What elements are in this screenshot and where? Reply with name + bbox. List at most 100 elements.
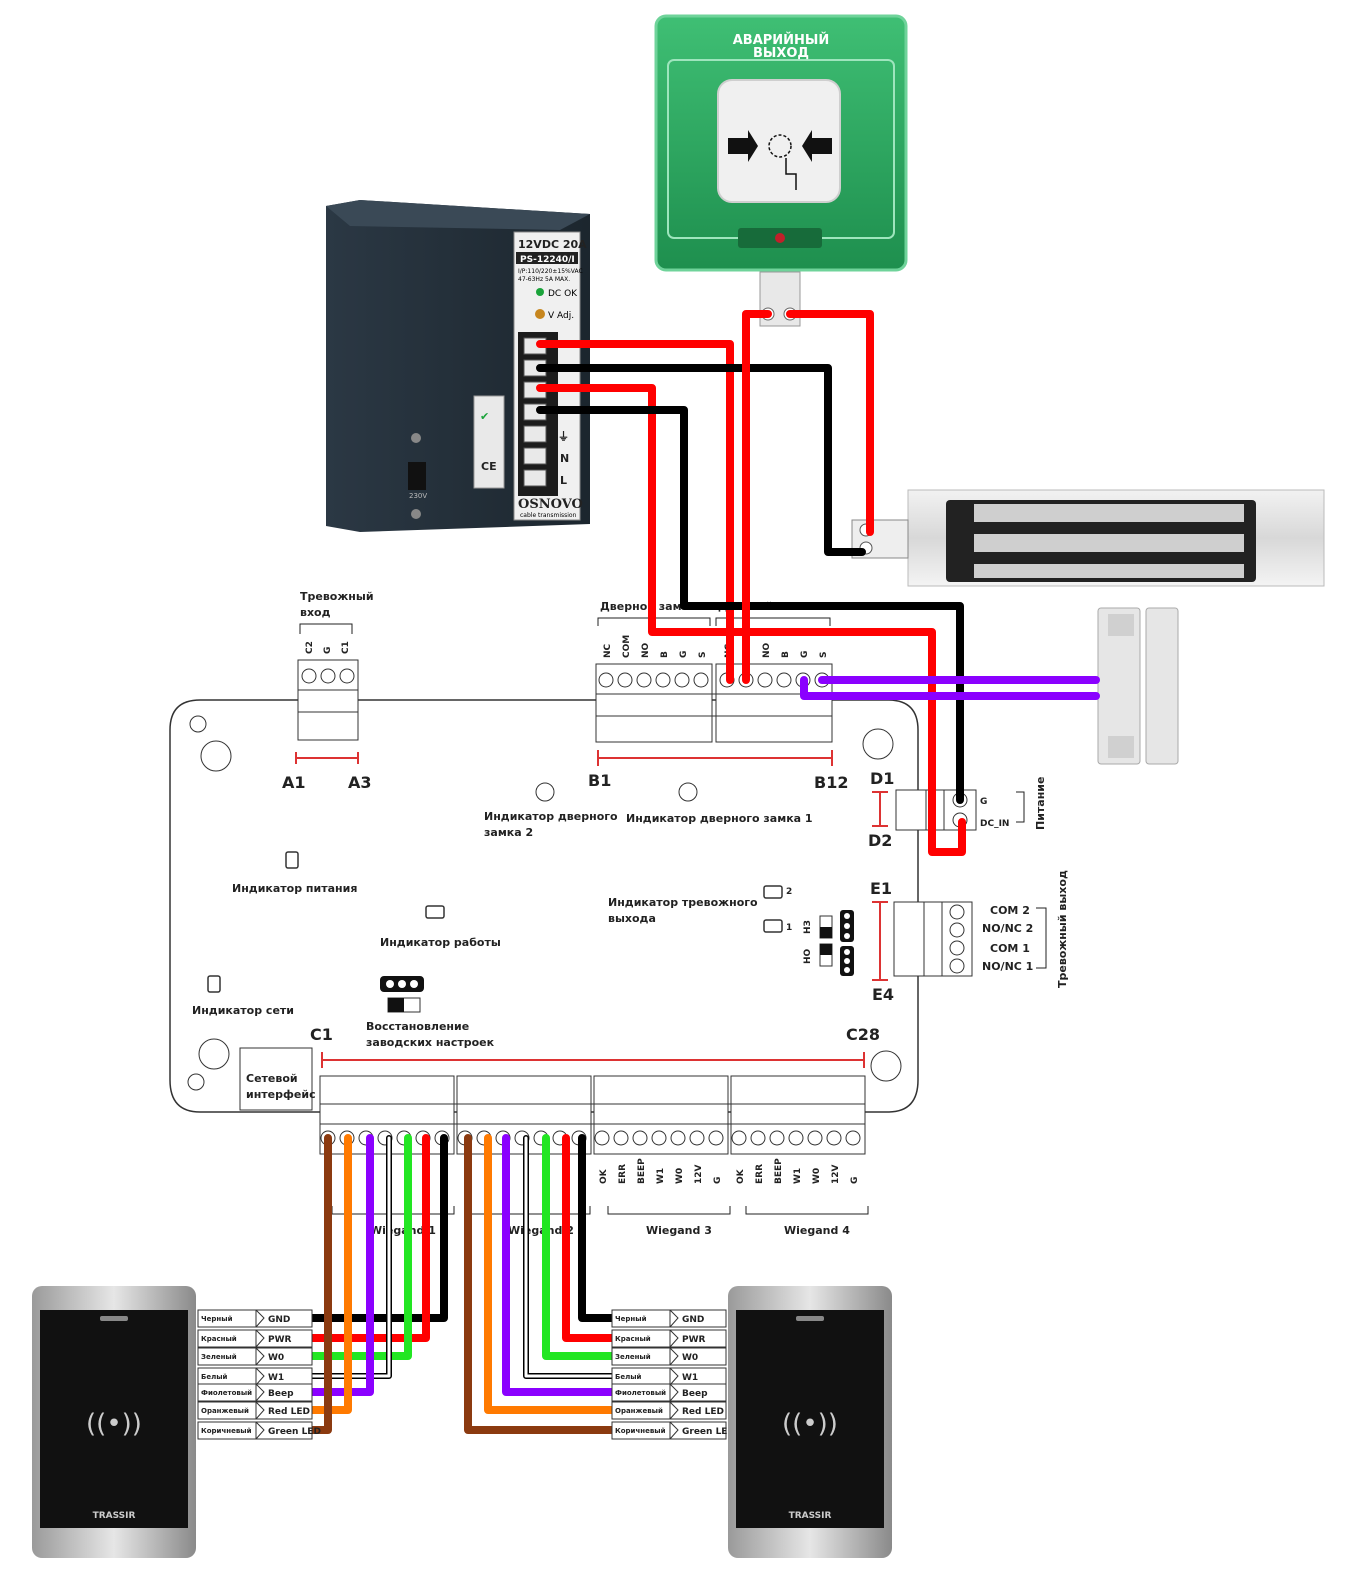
wire-signal-cell — [669, 1421, 727, 1440]
wire-color-label: Фиолетовый — [615, 1389, 666, 1397]
range-e1: E1 — [870, 879, 892, 898]
wiegand-pin-label: 12V — [694, 1164, 704, 1184]
wiegand-pin-label: ERR — [755, 1164, 765, 1184]
psu-spec-2: 47-63Hz 5A MAX. — [518, 276, 570, 283]
lock-pin-label: NO — [641, 642, 651, 658]
magnetic-lock — [851, 489, 1325, 587]
wire-signal-label: Red LED — [682, 1407, 724, 1417]
wiegand-pin-label: 12V — [831, 1164, 841, 1184]
work-indicator: Индикатор работы — [380, 936, 501, 949]
power-label: Питание — [1034, 777, 1047, 830]
door-sensor — [1097, 607, 1179, 765]
card-reader-right: ((•)) TRASSIR — [728, 1286, 892, 1558]
alarm-output-label: Тревожный выход — [1056, 870, 1069, 988]
wire-signal-cell — [255, 1383, 313, 1402]
door-indicator-2-line2: замка 2 — [484, 826, 533, 839]
wire-signal-cell — [669, 1309, 727, 1328]
wiegand-pin-label: G — [850, 1177, 860, 1184]
range-c28: C28 — [846, 1025, 880, 1044]
wiegand-terminal-hole — [689, 1130, 705, 1146]
wire-signal-label: Green LED — [268, 1427, 321, 1437]
wiegand-pin-label: OK — [736, 1168, 746, 1184]
wiegand-terminal-hole — [651, 1130, 667, 1146]
alarm-out-nonc1: NO/NC 1 — [982, 960, 1033, 973]
psu-spec-1: I/P:110/220±15%VAC — [518, 268, 583, 275]
wire-color-label: Оранжевый — [615, 1407, 663, 1415]
wire-signal-cell — [255, 1421, 313, 1440]
board-indicators: Индикатор дверного замка 2 Индикатор две… — [192, 782, 854, 1049]
jumper-2-label: 2 — [786, 887, 792, 897]
psu-model: 12VDC 20A — [518, 238, 587, 251]
range-d1: D1 — [870, 769, 894, 788]
wiegand-pin-label: W0 — [675, 1168, 685, 1184]
range-d2: D2 — [868, 831, 892, 850]
psu-switch: 230V — [409, 492, 427, 500]
wire-color-label: Коричневый — [615, 1427, 666, 1435]
power-supply-unit: 12VDC 20A PS-12240/I I/P:110/220±15%VAC … — [326, 200, 590, 532]
lock-pin-label: B — [660, 651, 670, 658]
lock-pin-label: NO — [762, 642, 772, 658]
wire-color-label: Зеленый — [615, 1353, 651, 1361]
wiegand-pin-label: W1 — [793, 1168, 803, 1184]
wiegand-pin-label: G — [713, 1177, 723, 1184]
wiegand-terminal-hole — [750, 1130, 766, 1146]
wiegand-3-label: Wiegand 3 — [646, 1224, 712, 1237]
wiegand-pin-label: W1 — [656, 1168, 666, 1184]
no-label: НО — [803, 948, 813, 964]
alarm-pin-c1: C1 — [341, 641, 351, 654]
wire-signal-label: PWR — [268, 1335, 292, 1345]
range-b12: B12 — [814, 773, 848, 792]
range-a1: A1 — [282, 773, 306, 792]
alarm-output-terminal: E1 E4 COM 2 NO/NC 2 COM 1 NO/NC 1 Тревож… — [870, 870, 1069, 1004]
lock-pin-label: S — [819, 652, 829, 658]
range-e4: E4 — [872, 985, 894, 1004]
jumper-1-label: 1 — [786, 923, 792, 933]
lock-pin-label: B — [781, 651, 791, 658]
reader-brand-left: TRASSIR — [93, 1511, 136, 1521]
psu-brand: OSNOVO — [518, 497, 583, 512]
wire-signal-cell — [255, 1309, 313, 1328]
net-interface-1: Сетевой — [246, 1072, 298, 1085]
reader-brand-right: TRASSIR — [789, 1511, 832, 1521]
alarm-input-terminal: Тревожный вход C2 G C1 A1 A3 — [282, 590, 374, 792]
psu-v-adj: V Adj. — [548, 311, 574, 321]
wire-signal-cell — [669, 1347, 727, 1366]
wiegand-pin-label: BEEP — [774, 1158, 784, 1184]
range-c1: C1 — [310, 1025, 333, 1044]
wire-signal-label: W0 — [268, 1353, 284, 1363]
wire-color-label: Черный — [615, 1315, 647, 1323]
alarm-out-com1: COM 1 — [990, 942, 1030, 955]
lock-pin-label: G — [679, 651, 689, 658]
wire-signal-cell — [669, 1401, 727, 1420]
wiegand-pin-label: OK — [599, 1168, 609, 1184]
wiegand-terminal-hole — [845, 1130, 861, 1146]
wire-signal-cell — [255, 1347, 313, 1366]
psu-check-icon: ✔ — [480, 410, 489, 423]
wire-signal-label: GND — [268, 1315, 290, 1325]
power-pin-dcin: DC_IN — [980, 819, 1009, 829]
psu-terminal-n: N — [560, 452, 569, 465]
nfc-icon-right: ((•)) — [782, 1409, 838, 1439]
wire-color-label: Черный — [201, 1315, 233, 1323]
wiegand-terminal-hole — [594, 1130, 610, 1146]
alarm-output-indicator-1: Индикатор тревожного — [608, 896, 758, 909]
wiegand-terminal-hole — [613, 1130, 629, 1146]
alarm-input-label-1: Тревожный — [300, 590, 374, 603]
wire-signal-cell — [255, 1401, 313, 1420]
alarm-out-com2: COM 2 — [990, 904, 1030, 917]
wire-signal-label: Beep — [682, 1389, 708, 1399]
power-indicator: Индикатор питания — [232, 882, 357, 895]
power-pin-g: G — [980, 797, 987, 807]
net-interface-2: интерфейс — [246, 1088, 316, 1101]
wire-signal-label: W1 — [682, 1373, 698, 1383]
alarm-pin-c2: C2 — [305, 641, 315, 654]
psu-ground: ⏚ — [558, 430, 569, 443]
wire-signal-cell — [669, 1329, 727, 1348]
wiegand-pin-label: W0 — [812, 1168, 822, 1184]
controller-board — [169, 699, 919, 1113]
wiegand-pin-label: BEEP — [637, 1158, 647, 1184]
wire-color-label: Белый — [615, 1373, 642, 1381]
wire-signal-label: GND — [682, 1315, 704, 1325]
emergency-exit-button: АВАРИЙНЫЙ ВЫХОД — [654, 14, 908, 327]
